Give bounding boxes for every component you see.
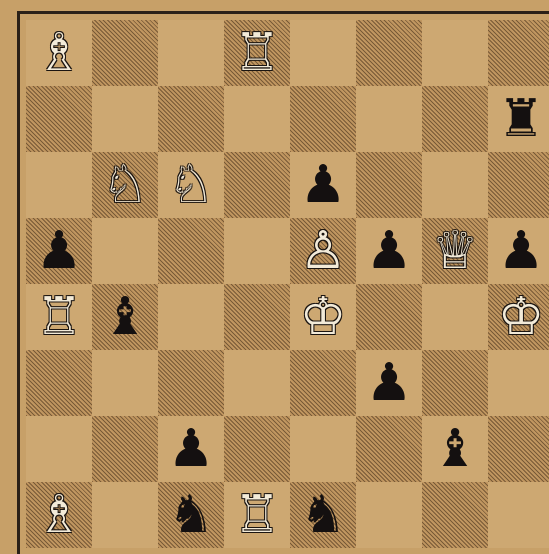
square-c2[interactable]: ♟ [158, 416, 224, 482]
square-e7[interactable] [290, 86, 356, 152]
square-d8[interactable]: ♖ [224, 20, 290, 86]
square-f1[interactable] [356, 482, 422, 548]
square-c1[interactable]: ♞ [158, 482, 224, 548]
square-f4[interactable] [356, 284, 422, 350]
black-pawn-icon[interactable]: ♟ [158, 416, 224, 482]
square-f8[interactable] [356, 20, 422, 86]
chess-board[interactable]: ♗♖♜♘♘♟♟♙♟♕♟♖♝♔♔♟♟♝♗♞♖♞ [26, 20, 549, 548]
square-g1[interactable] [422, 482, 488, 548]
square-c3[interactable] [158, 350, 224, 416]
square-b1[interactable] [92, 482, 158, 548]
square-g6[interactable] [422, 152, 488, 218]
square-a2[interactable] [26, 416, 92, 482]
square-c6[interactable]: ♘ [158, 152, 224, 218]
white-pawn-icon[interactable]: ♙ [290, 218, 356, 284]
white-bishop-icon[interactable]: ♗ [26, 20, 92, 86]
square-a8[interactable]: ♗ [26, 20, 92, 86]
black-bishop-icon[interactable]: ♝ [422, 416, 488, 482]
square-h8[interactable] [488, 20, 549, 86]
square-b4[interactable]: ♝ [92, 284, 158, 350]
black-bishop-icon[interactable]: ♝ [92, 284, 158, 350]
square-c5[interactable] [158, 218, 224, 284]
square-d7[interactable] [224, 86, 290, 152]
square-h5[interactable]: ♟ [488, 218, 549, 284]
square-c8[interactable] [158, 20, 224, 86]
square-f3[interactable]: ♟ [356, 350, 422, 416]
square-b5[interactable] [92, 218, 158, 284]
square-b2[interactable] [92, 416, 158, 482]
square-h7[interactable]: ♜ [488, 86, 549, 152]
square-e3[interactable] [290, 350, 356, 416]
black-knight-icon[interactable]: ♞ [290, 482, 356, 548]
square-g2[interactable]: ♝ [422, 416, 488, 482]
white-knight-icon[interactable]: ♘ [158, 152, 224, 218]
square-h3[interactable] [488, 350, 549, 416]
square-b8[interactable] [92, 20, 158, 86]
white-rook-icon[interactable]: ♖ [26, 284, 92, 350]
square-d6[interactable] [224, 152, 290, 218]
square-d5[interactable] [224, 218, 290, 284]
square-g8[interactable] [422, 20, 488, 86]
square-g4[interactable] [422, 284, 488, 350]
square-a3[interactable] [26, 350, 92, 416]
white-king-icon[interactable]: ♔ [290, 284, 356, 350]
square-a7[interactable] [26, 86, 92, 152]
black-pawn-icon[interactable]: ♟ [356, 350, 422, 416]
square-b7[interactable] [92, 86, 158, 152]
black-knight-icon[interactable]: ♞ [158, 482, 224, 548]
square-d3[interactable] [224, 350, 290, 416]
black-pawn-icon[interactable]: ♟ [290, 152, 356, 218]
square-g3[interactable] [422, 350, 488, 416]
square-f6[interactable] [356, 152, 422, 218]
square-h6[interactable] [488, 152, 549, 218]
square-e2[interactable] [290, 416, 356, 482]
square-e5[interactable]: ♙ [290, 218, 356, 284]
square-b3[interactable] [92, 350, 158, 416]
square-f5[interactable]: ♟ [356, 218, 422, 284]
square-e4[interactable]: ♔ [290, 284, 356, 350]
square-a5[interactable]: ♟ [26, 218, 92, 284]
square-a6[interactable] [26, 152, 92, 218]
square-f7[interactable] [356, 86, 422, 152]
square-a1[interactable]: ♗ [26, 482, 92, 548]
black-pawn-icon[interactable]: ♟ [356, 218, 422, 284]
white-rook-icon[interactable]: ♖ [224, 482, 290, 548]
square-d1[interactable]: ♖ [224, 482, 290, 548]
square-h2[interactable] [488, 416, 549, 482]
square-h1[interactable] [488, 482, 549, 548]
square-g5[interactable]: ♕ [422, 218, 488, 284]
square-d2[interactable] [224, 416, 290, 482]
square-g7[interactable] [422, 86, 488, 152]
white-bishop-icon[interactable]: ♗ [26, 482, 92, 548]
square-a4[interactable]: ♖ [26, 284, 92, 350]
square-f2[interactable] [356, 416, 422, 482]
white-knight-icon[interactable]: ♘ [92, 152, 158, 218]
square-c4[interactable] [158, 284, 224, 350]
white-queen-icon[interactable]: ♕ [422, 218, 488, 284]
white-rook-icon[interactable]: ♖ [224, 20, 290, 86]
square-d4[interactable] [224, 284, 290, 350]
square-e1[interactable]: ♞ [290, 482, 356, 548]
square-h4[interactable]: ♔ [488, 284, 549, 350]
white-king-icon[interactable]: ♔ [488, 284, 549, 350]
square-e8[interactable] [290, 20, 356, 86]
square-e6[interactable]: ♟ [290, 152, 356, 218]
square-b6[interactable]: ♘ [92, 152, 158, 218]
black-rook-icon[interactable]: ♜ [488, 86, 549, 152]
black-pawn-icon[interactable]: ♟ [488, 218, 549, 284]
black-pawn-icon[interactable]: ♟ [26, 218, 92, 284]
square-c7[interactable] [158, 86, 224, 152]
